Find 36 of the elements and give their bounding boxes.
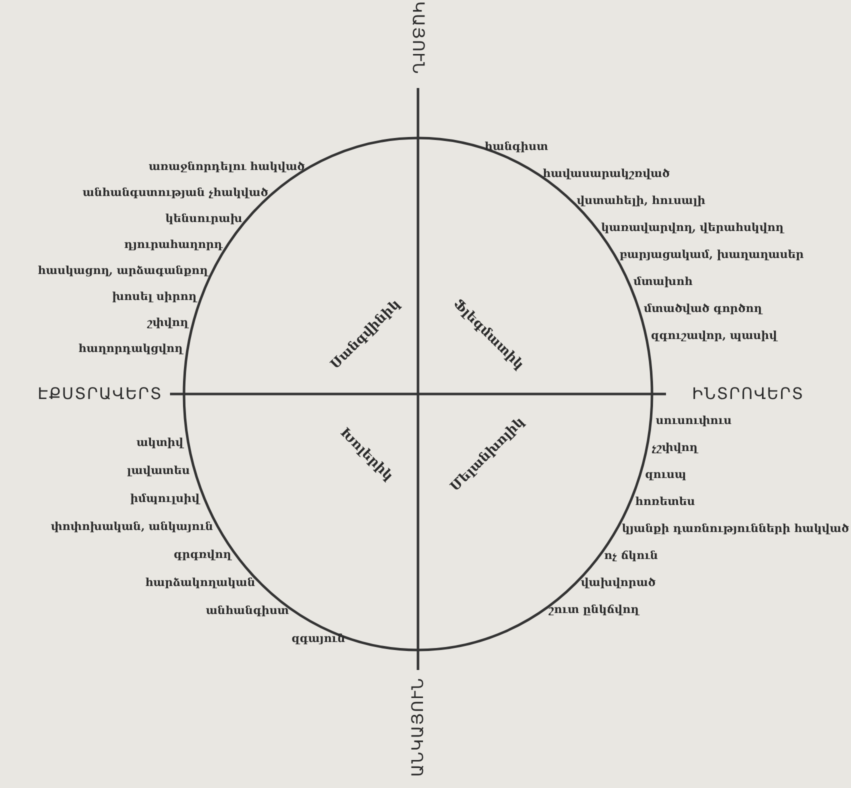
- trait-label: գրգռվող: [174, 548, 232, 562]
- trait-label: իմպուլսիվ: [130, 492, 200, 506]
- axis-label: ԿԱՅՈՒՆ: [411, 1, 425, 75]
- trait-label: կառավարվող, վերահսկվող: [601, 221, 784, 235]
- trait-label: անհանգիստ: [206, 604, 289, 618]
- trait-label: զգայուն: [291, 632, 346, 646]
- trait-label: շուտ ընկճվող: [548, 603, 639, 617]
- trait-label: խոսել սիրող: [112, 290, 196, 304]
- trait-label: կյանքի դառնությունների հակված: [622, 522, 850, 536]
- axis-label: ԱՆԿԱՅՈՒՆ: [411, 677, 425, 777]
- trait-label: վախվորած: [580, 576, 656, 590]
- trait-label: շփվող: [147, 316, 188, 330]
- axis-label: ԷՔՍՏՐԱՎԵՐՏ: [38, 387, 162, 401]
- trait-label: զուսպ: [644, 468, 686, 482]
- trait-label: լավատես: [126, 464, 190, 478]
- trait-label: հաղորդակցվող: [78, 342, 183, 356]
- trait-label: ակտիվ: [136, 436, 184, 450]
- trait-label: չշփվող: [652, 441, 698, 455]
- trait-label: մտածված գործող: [644, 302, 762, 316]
- trait-label: հանգիստ: [484, 140, 548, 154]
- trait-label: դյուրահաղորդ: [124, 238, 223, 252]
- trait-label: հասկացող, արձագանքող: [38, 264, 208, 278]
- trait-label: սուսուփուս: [656, 414, 732, 428]
- axis-label: ԻՆՏՐՈՎԵՐՏ: [692, 387, 804, 401]
- trait-label: հոռետես: [635, 495, 695, 509]
- trait-label: փոփոխական, անկայուն: [50, 520, 214, 534]
- trait-label: առաջնորդելու հակված: [148, 160, 305, 174]
- trait-label: զգուշավոր, պասիվ: [650, 329, 778, 343]
- trait-label: վստահելի, հուսալի: [576, 194, 706, 208]
- trait-label: կենսուրախ: [165, 212, 242, 226]
- trait-label: բարյացակամ, խաղաղասեր: [620, 248, 804, 262]
- trait-label: անհանգստության չհակված: [82, 186, 268, 200]
- trait-label: հարձակողական: [145, 576, 256, 590]
- trait-label: մտախոհ: [633, 275, 693, 289]
- trait-label: ոչ ճկուն: [604, 549, 658, 563]
- trait-label: հավասարակշռված: [542, 167, 670, 181]
